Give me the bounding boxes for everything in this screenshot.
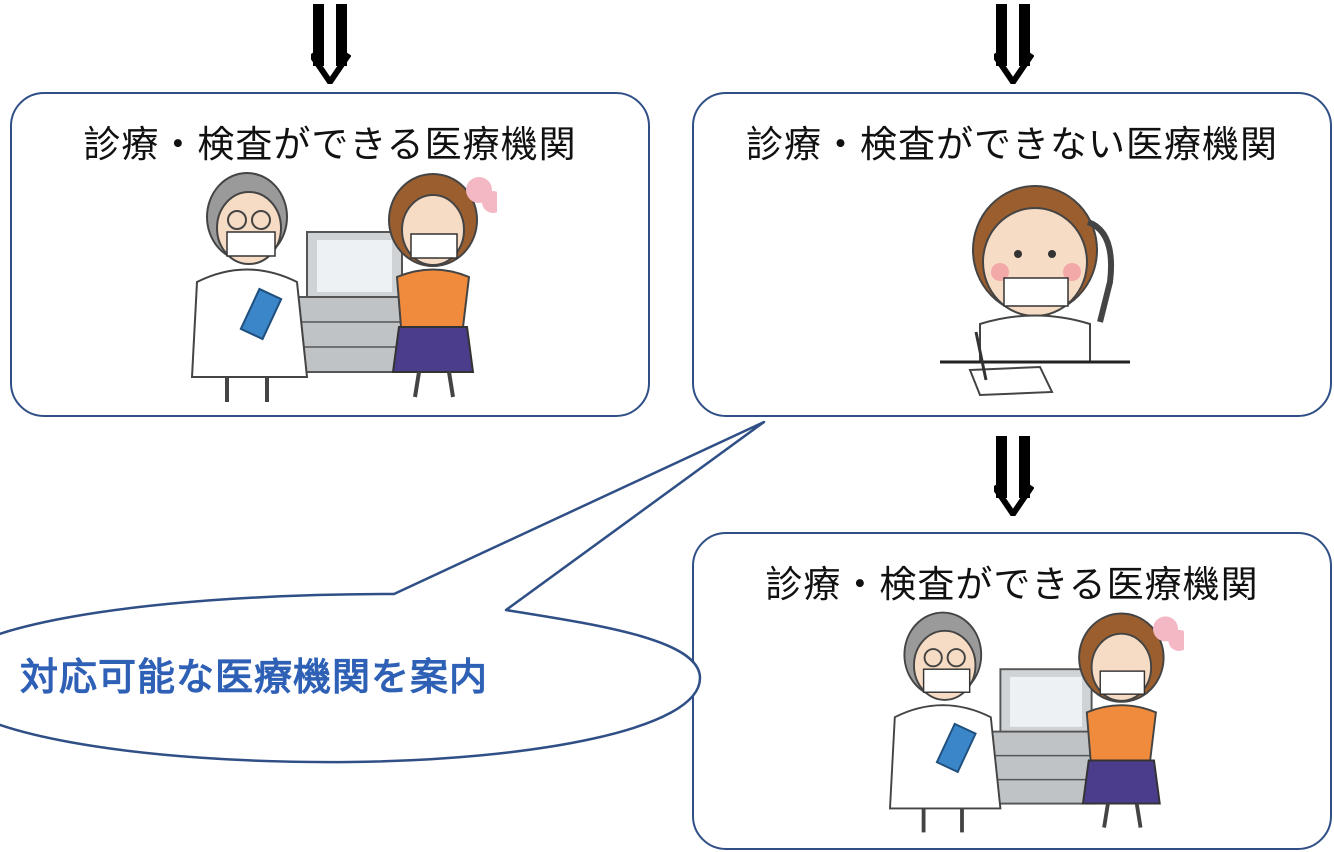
panel-title: 診療・検査ができない医療機関 — [746, 123, 1278, 166]
callout-text: 対応可能な医療機関を案内 — [20, 655, 489, 699]
panel-clinic-available: 診療・検査ができる医療機関 — [10, 92, 650, 417]
panel-title: 診療・検査ができる医療機関 — [765, 563, 1259, 606]
panel-title: 診療・検査ができる医療機関 — [83, 123, 577, 166]
panel-referred-clinic: 診療・検査ができる医療機関 — [692, 532, 1332, 850]
panel-clinic-unavailable: 診療・検査ができない医療機関 — [692, 92, 1332, 417]
